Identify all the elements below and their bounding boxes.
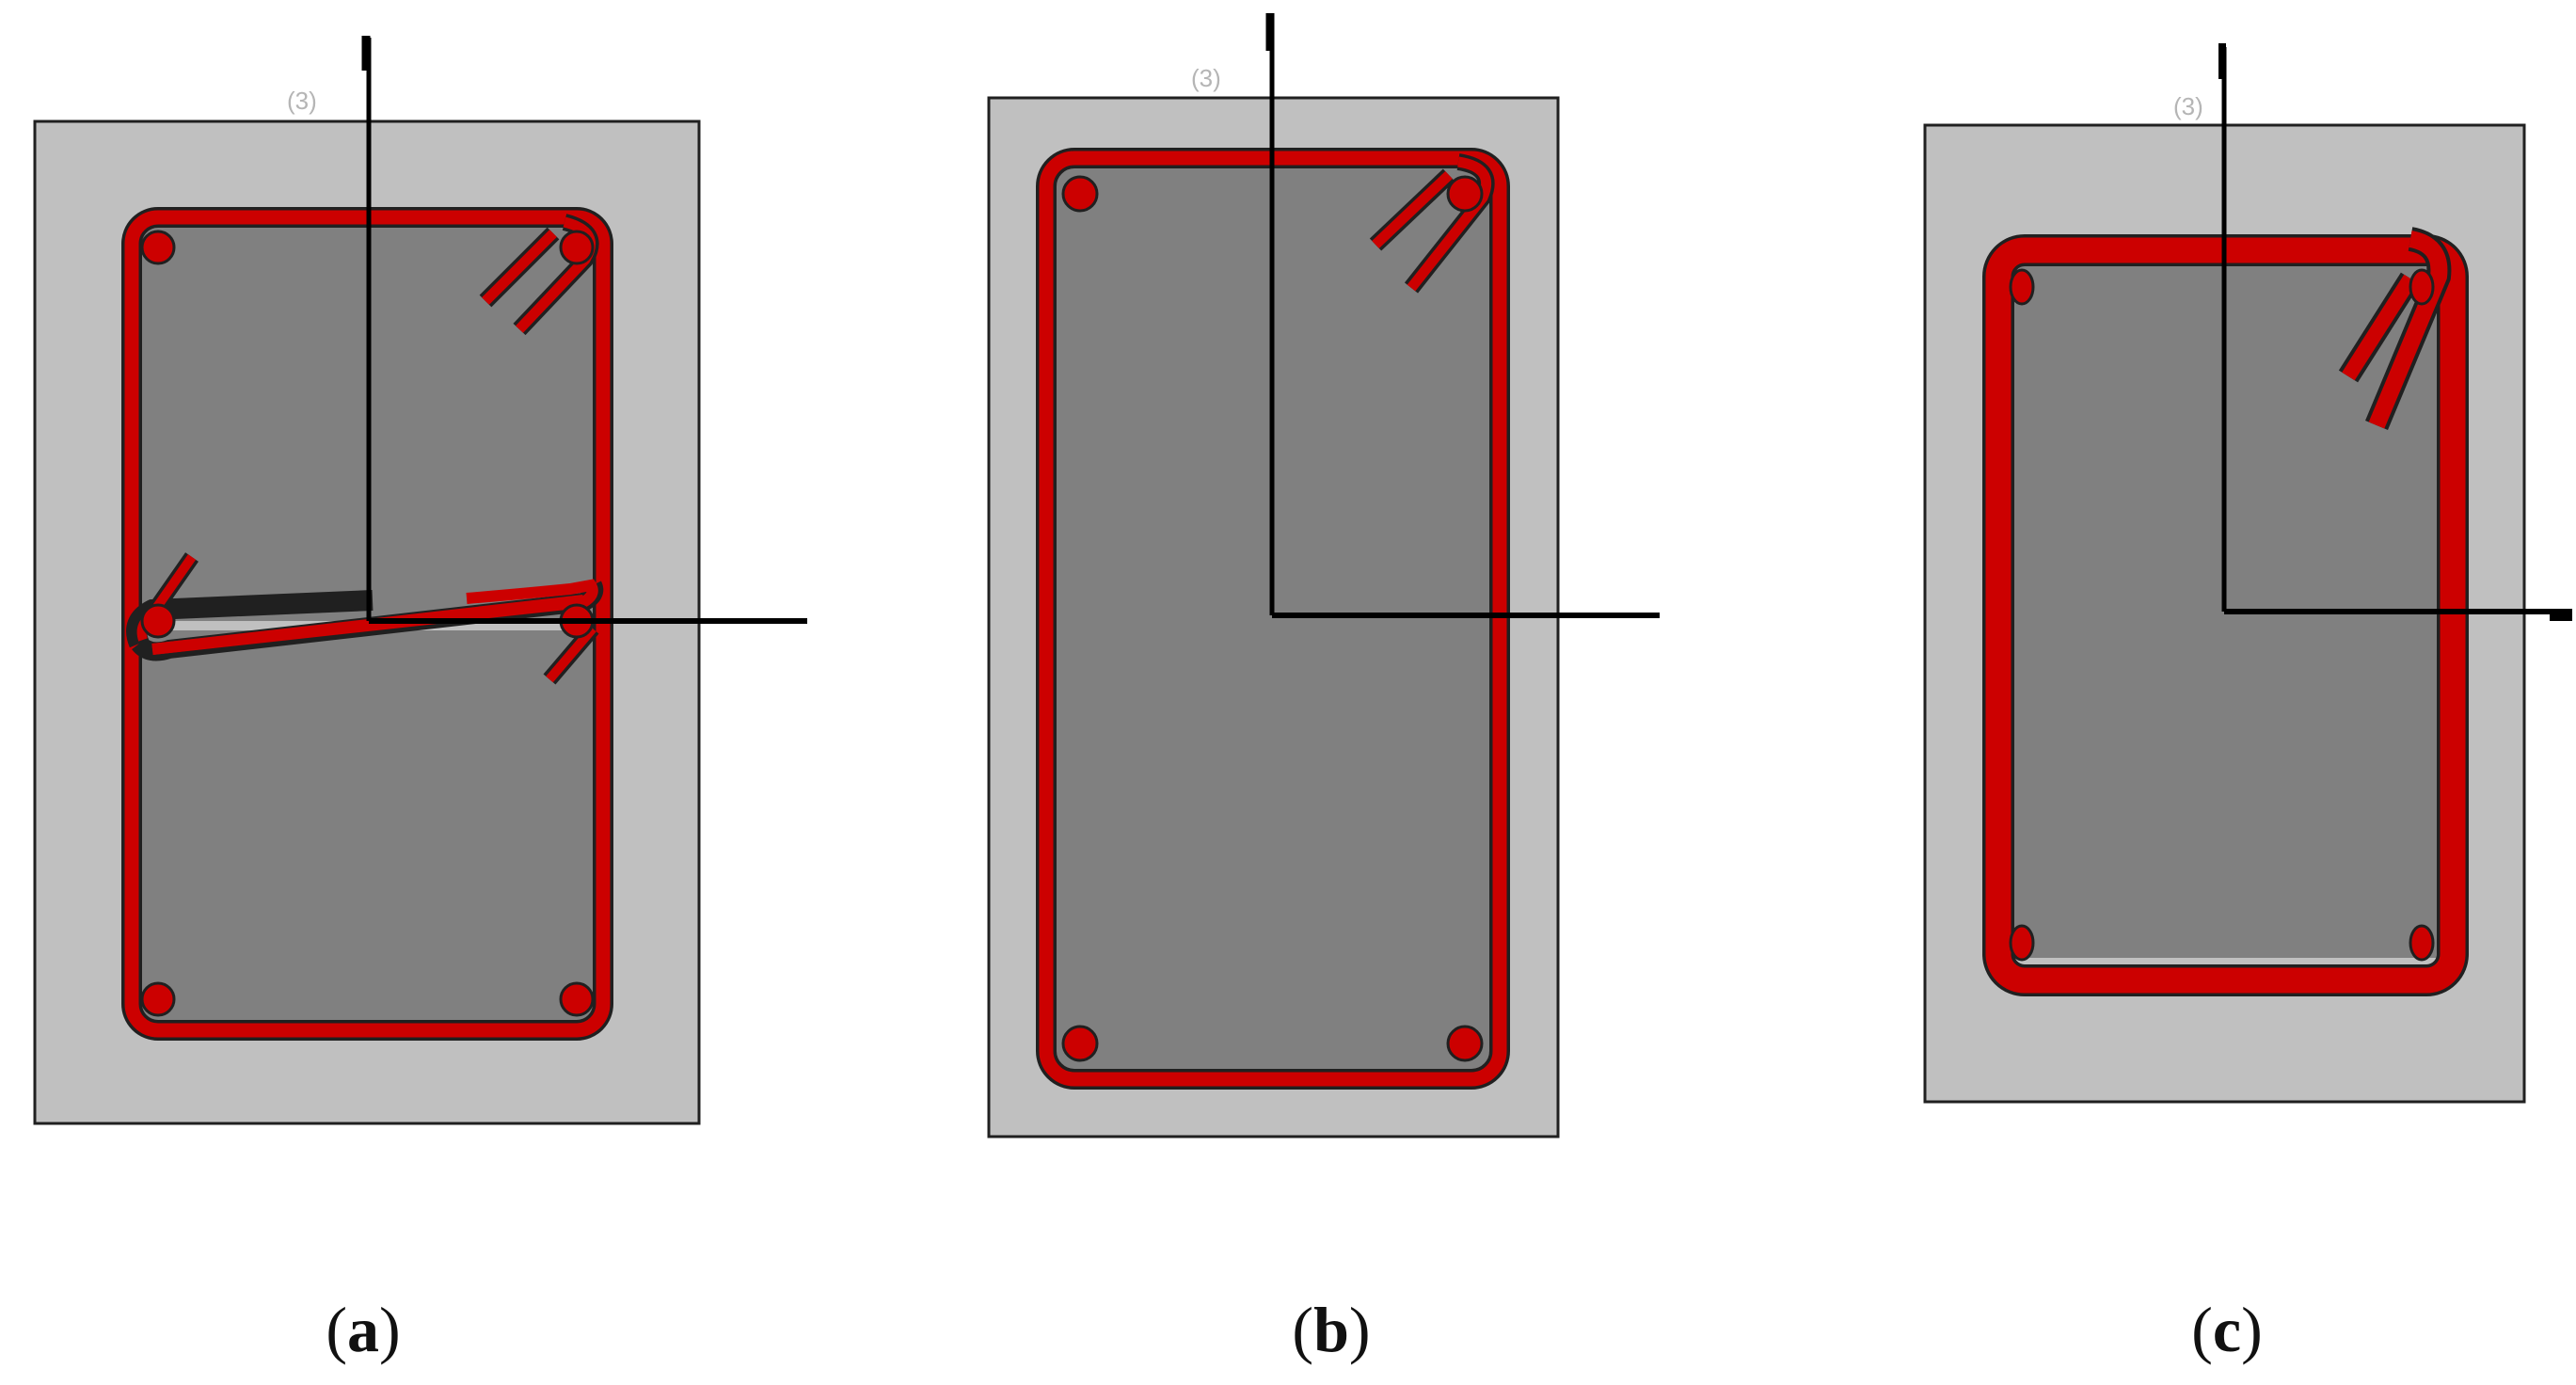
- panel-a-crosstie: [126, 579, 604, 661]
- panel-b-axes: [1265, 13, 1660, 618]
- panel-c: (3) (c): [1923, 43, 2572, 1365]
- panel-b-bar: [1446, 175, 1484, 213]
- panel-c-bars: [2009, 268, 2435, 962]
- panel-c-bar: [2009, 268, 2035, 306]
- panel-a: (3) (a): [33, 36, 807, 1365]
- panel-b-bar: [1061, 175, 1099, 213]
- panel-b: (3) (b): [987, 13, 1660, 1365]
- panel-a-hook-mid-right: [543, 623, 599, 685]
- panel-a-bar: [559, 230, 595, 265]
- panel-c-axes: [2218, 43, 2572, 621]
- panel-a-caption: (a): [326, 1294, 400, 1365]
- panel-c-bar: [2009, 924, 2035, 962]
- panel-b-caption: (b): [1292, 1294, 1370, 1365]
- panel-a-tag: (3): [287, 87, 317, 115]
- panel-b-bars: [1061, 175, 1484, 1062]
- panel-b-tag: (3): [1191, 64, 1221, 92]
- panel-c-bar: [2409, 924, 2435, 962]
- panel-a-core-lower: [141, 630, 593, 1024]
- panel-a-bars: [140, 230, 595, 1017]
- panel-c-caption: (c): [2191, 1294, 2263, 1365]
- panel-b-bar: [1446, 1025, 1484, 1062]
- panel-a-bar: [559, 981, 595, 1017]
- panel-a-bar: [140, 603, 176, 639]
- panel-b-bar: [1061, 1025, 1099, 1062]
- panel-a-axes: [361, 36, 807, 624]
- panel-c-tag: (3): [2173, 92, 2203, 120]
- panel-c-bar: [2409, 268, 2435, 306]
- panel-c-hook-top-right: [2338, 227, 2452, 431]
- panel-a-bar: [140, 230, 176, 265]
- panel-a-bar: [140, 981, 176, 1017]
